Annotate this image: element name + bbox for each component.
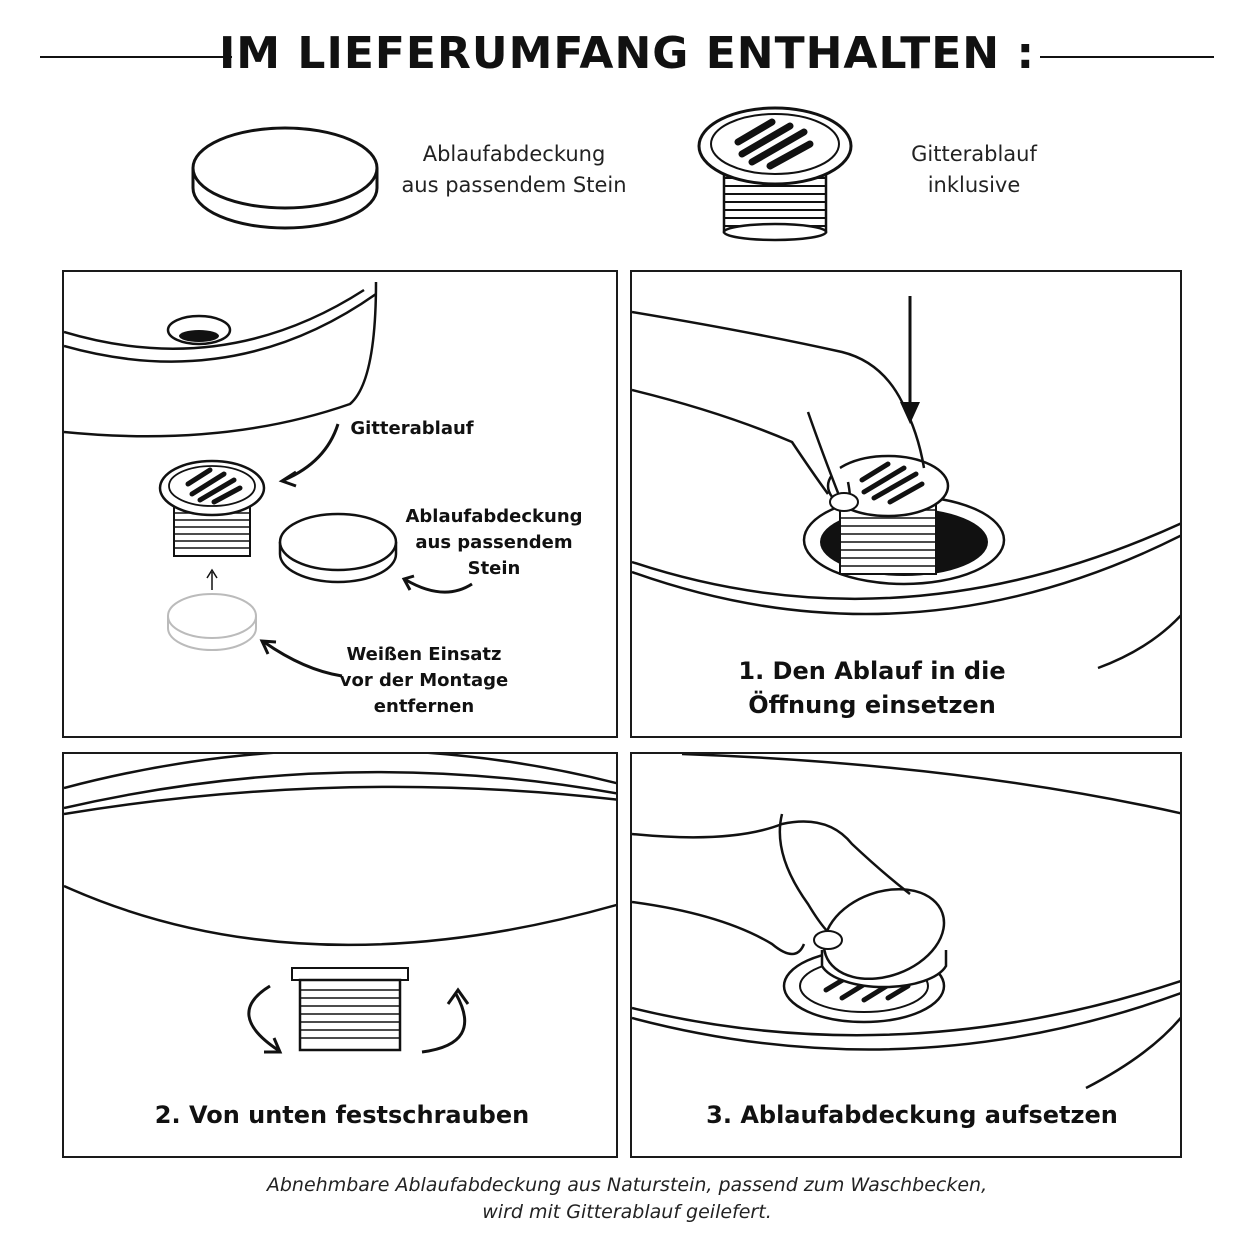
label-white-insert-line1: Weißen Einsatz	[346, 644, 502, 665]
step-3-caption: 3. Ablaufabdeckung aufsetzen	[706, 1101, 1118, 1129]
footer-line2: wird mit Gitterablauf geilefert.	[482, 1201, 772, 1223]
label-stone-cover-line2: aus passendem	[415, 532, 573, 553]
page-title: IM LIEFERUMFANG ENTHALTEN :	[218, 28, 1036, 79]
included-grate-line1: Gitterablauf	[911, 142, 1037, 166]
panel-step-2: 2. Von unten festschrauben	[62, 752, 618, 1158]
header-rule-left	[40, 56, 232, 58]
grate-drain-icon	[697, 106, 853, 242]
step-3-illustration	[632, 754, 1180, 1090]
label-white-insert-line2: vor der Montage	[339, 670, 509, 691]
included-item-cover: Ablaufabdeckung aus passendem Stein	[380, 139, 648, 201]
step-1-caption-line1: 1. Den Ablauf in die	[738, 657, 1006, 685]
footer-line1: Abnehmbare Ablaufabdeckung aus Naturstei…	[266, 1174, 988, 1196]
label-stone-cover-line3: Stein	[467, 558, 521, 579]
parts-overview-illustration	[64, 281, 473, 678]
panel-step-3: 3. Ablaufabdeckung aufsetzen	[630, 752, 1182, 1158]
panel-parts-overview: Gitterablauf Ablaufabdeckung aus passend…	[62, 270, 618, 738]
step-1-caption: 1. Den Ablauf in die Öffnung einsetzen	[692, 654, 1052, 722]
included-grate-line2: inklusive	[927, 173, 1021, 197]
header-rule-right	[1040, 56, 1214, 58]
included-cover-line1: Ablaufabdeckung	[422, 142, 606, 166]
stone-cover-icon	[191, 126, 379, 230]
step-2-caption: 2. Von unten festschrauben	[154, 1101, 530, 1129]
footer-note: Abnehmbare Ablaufabdeckung aus Naturstei…	[0, 1172, 1254, 1226]
label-stone-cover-line1: Ablaufabdeckung	[405, 506, 583, 527]
step-1-caption-line2: Öffnung einsetzen	[748, 691, 996, 719]
included-cover-line2: aus passendem Stein	[401, 173, 627, 197]
included-item-grate: Gitterablauf inklusive	[870, 139, 1078, 201]
panel-step-1: 1. Den Ablauf in die Öffnung einsetzen	[630, 270, 1182, 738]
label-stone-cover: Ablaufabdeckung aus passendem Stein	[394, 504, 594, 582]
label-white-insert-line3: entfernen	[373, 696, 475, 717]
step-1-illustration	[632, 296, 1180, 670]
label-grate-drain: Gitterablauf	[350, 418, 474, 439]
label-white-insert: Weißen Einsatz vor der Montage entfernen	[324, 642, 524, 720]
step-2-illustration	[64, 754, 616, 1054]
